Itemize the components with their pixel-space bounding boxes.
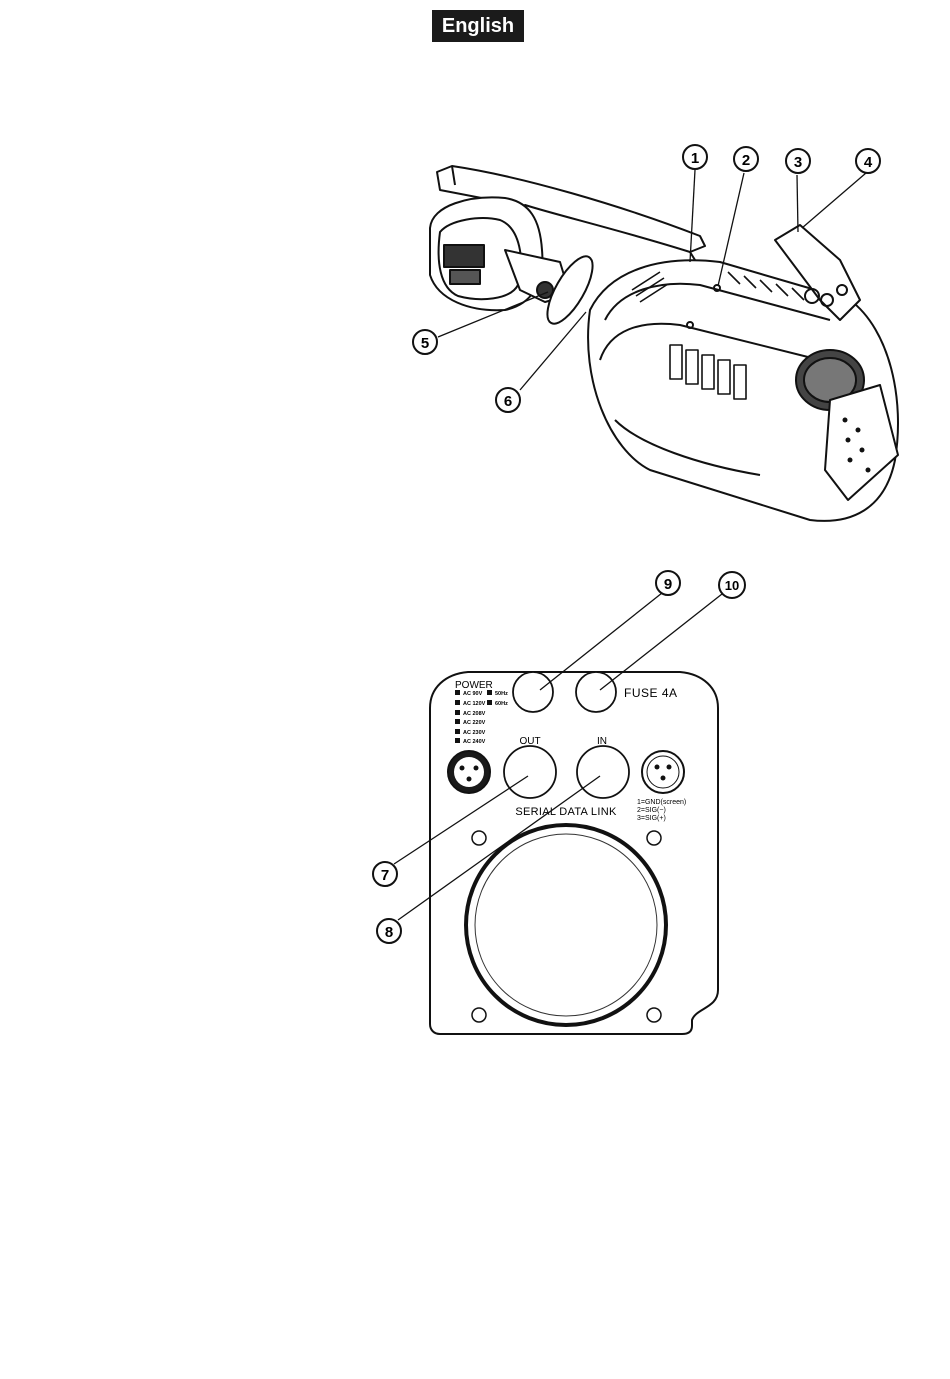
- svg-text:AC 90V: AC 90V: [463, 691, 483, 697]
- power-title: POWER: [455, 680, 493, 691]
- callout-4: 4: [856, 149, 880, 173]
- svg-text:10: 10: [725, 578, 739, 593]
- callout-3: 3: [786, 149, 810, 173]
- callout-6: 6: [496, 388, 520, 412]
- svg-text:50Hz: 50Hz: [495, 691, 508, 697]
- mounting-hole: [647, 1008, 661, 1022]
- svg-text:AC 240V: AC 240V: [463, 739, 486, 745]
- fuse-holder: [576, 672, 616, 712]
- rear-panel: POWER AC 90V AC 120V AC 208V AC 220V AC …: [430, 672, 718, 1034]
- svg-text:AC 230V: AC 230V: [463, 730, 486, 736]
- svg-text:8: 8: [385, 924, 393, 941]
- svg-text:60Hz: 60Hz: [495, 701, 508, 707]
- fan-grille: [466, 825, 666, 1025]
- svg-text:2=SIG(−): 2=SIG(−): [637, 807, 666, 814]
- svg-text:AC 220V: AC 220V: [463, 720, 486, 726]
- dmx-out-socket: [504, 746, 556, 798]
- svg-text:1=GND(screen): 1=GND(screen): [637, 799, 686, 806]
- moving-head-fixture: [430, 166, 898, 521]
- fuse-label: FUSE 4A: [624, 686, 678, 700]
- svg-text:2: 2: [742, 152, 750, 169]
- svg-text:1: 1: [691, 150, 699, 167]
- svg-text:5: 5: [421, 335, 429, 352]
- mounting-hole: [647, 831, 661, 845]
- power-switch: [513, 672, 553, 712]
- svg-text:3=SIG(+): 3=SIG(+): [637, 815, 666, 822]
- svg-text:AC 120V: AC 120V: [463, 701, 486, 707]
- svg-text:6: 6: [504, 393, 512, 410]
- serial-data-label: SERIAL DATA LINK: [515, 806, 617, 818]
- callout-8: 8: [377, 919, 401, 943]
- mounting-hole: [472, 831, 486, 845]
- callout-5: 5: [413, 330, 437, 354]
- callout-10: 10: [719, 572, 745, 598]
- callout-9: 9: [656, 571, 680, 595]
- svg-text:4: 4: [864, 154, 873, 171]
- callout-2: 2: [734, 147, 758, 171]
- svg-text:3: 3: [794, 154, 802, 171]
- svg-text:9: 9: [664, 576, 672, 593]
- dmx-in-socket: [577, 746, 629, 798]
- xlr-pin-diagram: [642, 751, 684, 793]
- callout-1: 1: [683, 145, 707, 169]
- svg-text:7: 7: [381, 867, 389, 884]
- mounting-hole: [472, 1008, 486, 1022]
- power-inlet: [448, 751, 490, 793]
- callout-7: 7: [373, 862, 397, 886]
- svg-text:AC 208V: AC 208V: [463, 711, 486, 717]
